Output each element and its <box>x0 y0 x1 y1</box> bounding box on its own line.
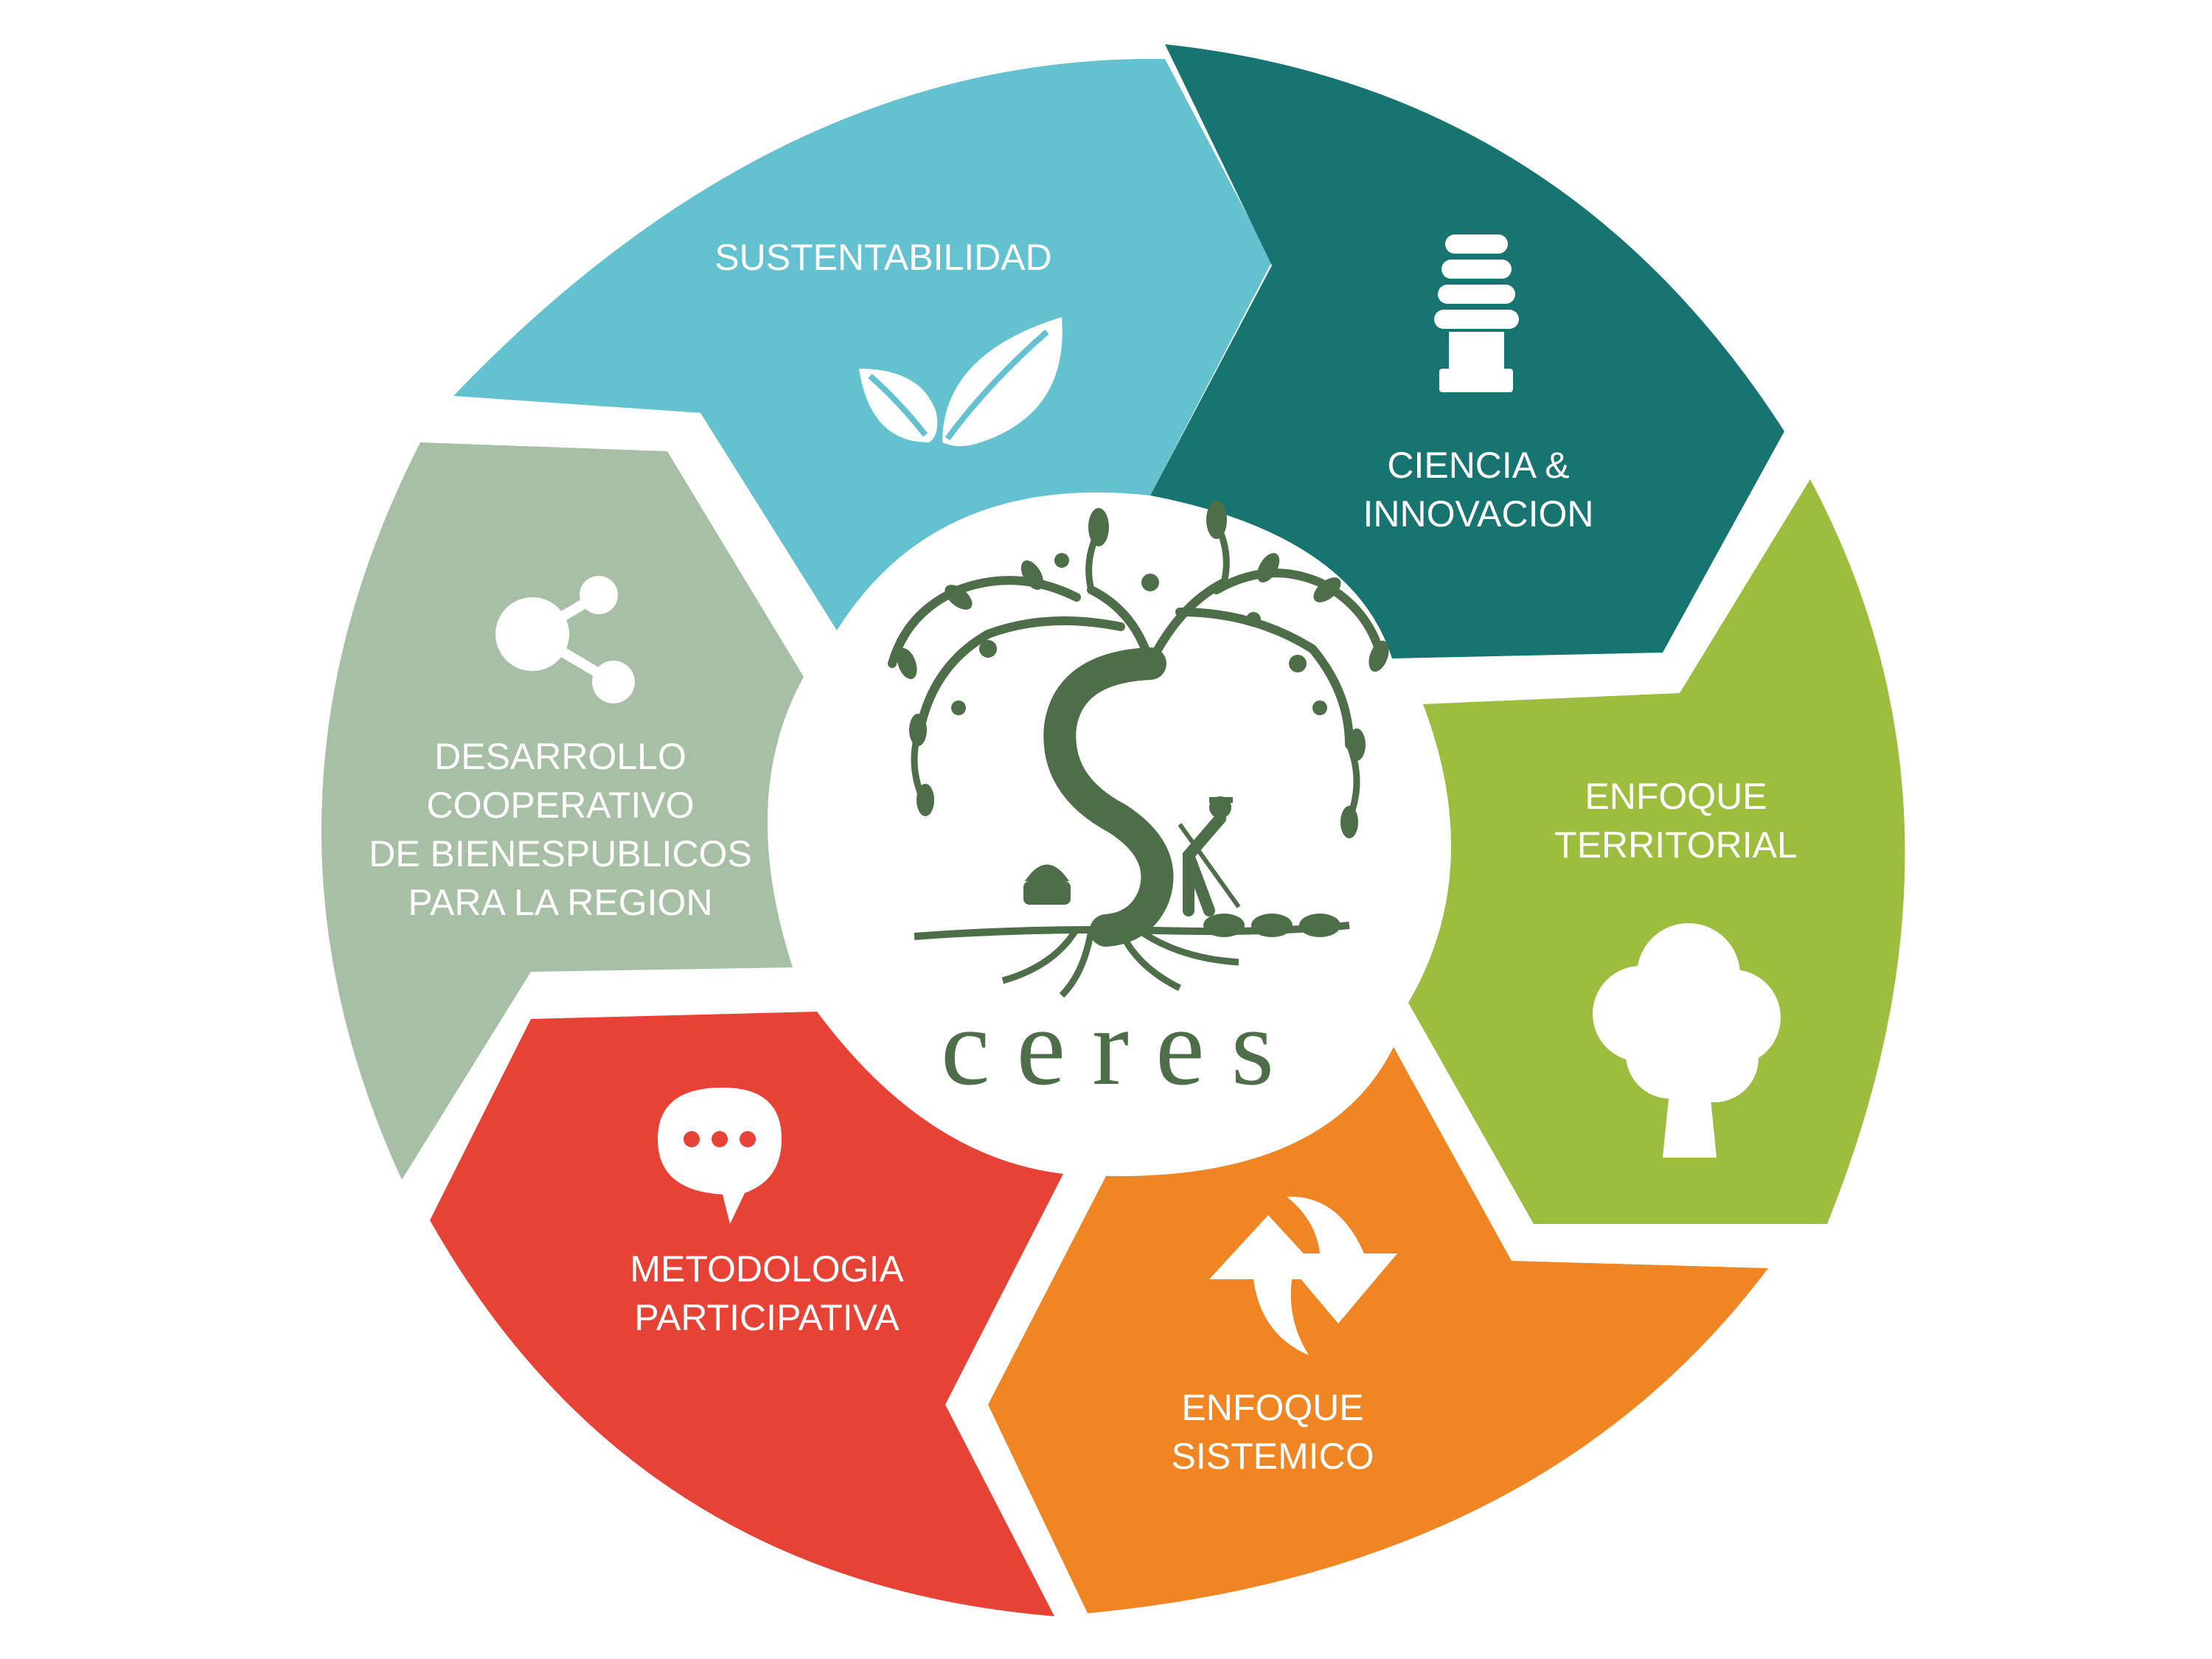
label-line: COOPERATIVO <box>426 785 694 826</box>
label-sustentabilidad: SUSTENTABILIDAD <box>714 237 1052 278</box>
ceres-leaves <box>897 501 1389 838</box>
ceres-logo-text: ceres <box>941 986 1301 1108</box>
label-line: TERRITORIAL <box>1554 824 1798 866</box>
segment-metodologia <box>430 1012 1063 1616</box>
basket-icon <box>1023 864 1071 905</box>
label-desarrollo: DESARROLLO COOPERATIVO DE BIENESPUBLICOS PA… <box>369 736 752 923</box>
label-territorial: ENFOQUE TERRITORIAL <box>1554 776 1798 866</box>
segment-territorial <box>1408 479 1905 1224</box>
label-line: ENFOQUE <box>1181 1387 1363 1428</box>
leaves-vein <box>868 329 1049 441</box>
label-line: PARA LA REGION <box>408 882 712 923</box>
label-line: METODOLOGIA <box>630 1248 904 1290</box>
label-line: INNOVACION <box>1363 493 1594 535</box>
segment-sistemico <box>988 1047 1768 1613</box>
share-icon <box>495 576 635 703</box>
label-line: CIENCIA & <box>1387 445 1569 486</box>
segment-desarrollo <box>321 442 804 1180</box>
farmer-figure <box>1178 796 1241 917</box>
label-line: DE BIENESPUBLICOS <box>369 833 752 874</box>
label-line: ENFOQUE <box>1585 776 1767 817</box>
chat-bubble-icon <box>658 1088 782 1224</box>
label-line: SUSTENTABILIDAD <box>714 237 1052 278</box>
label-ciencia: CIENCIA & INNOVACION <box>1363 445 1594 535</box>
tree-icon <box>1593 923 1781 1158</box>
label-line: SISTEMICO <box>1171 1436 1374 1477</box>
garden-rows <box>1203 914 1340 937</box>
label-sistemico: ENFOQUE SISTEMICO <box>1171 1387 1374 1477</box>
segment-sustentabilidad <box>453 58 1272 630</box>
label-line: DESARROLLO <box>434 736 686 777</box>
label-line: PARTICIPATIVA <box>634 1297 900 1338</box>
lightbulb-icon <box>1434 234 1519 392</box>
refresh-icon <box>1209 1196 1397 1355</box>
label-metodologia: METODOLOGIA PARTICIPATIVA <box>630 1248 904 1338</box>
